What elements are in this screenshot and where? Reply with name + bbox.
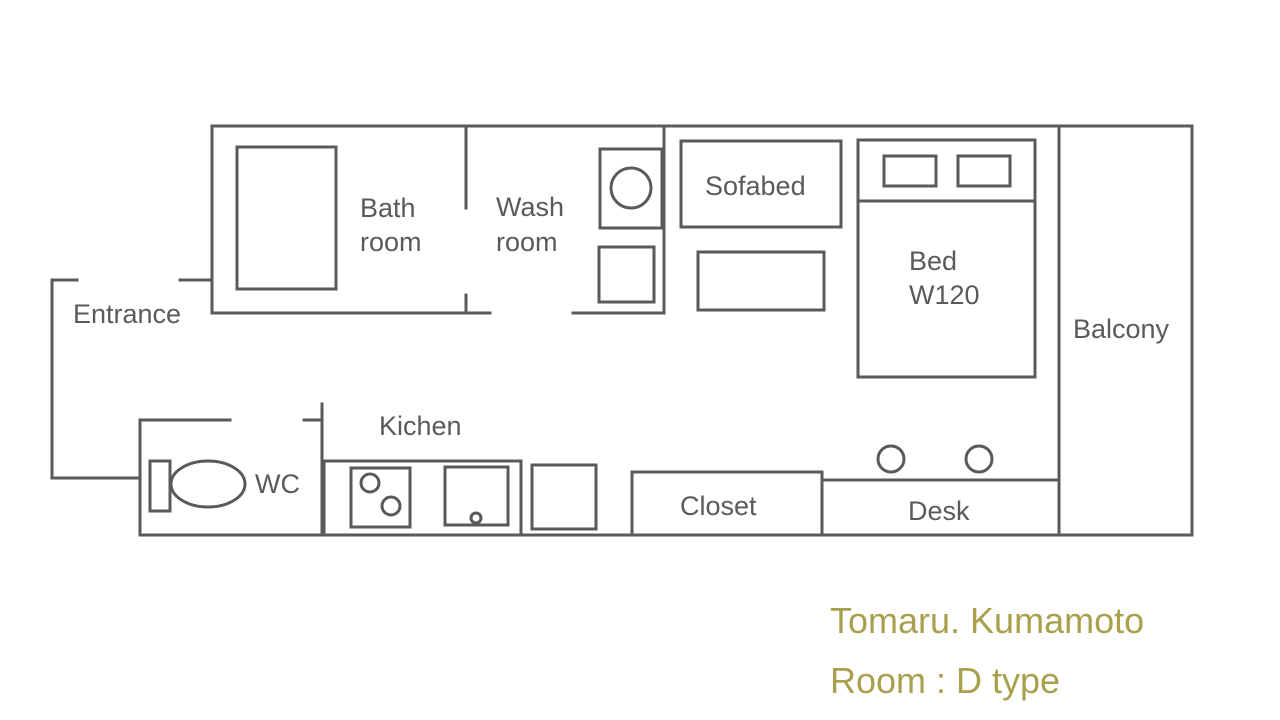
wash-room-label-line2: room (496, 227, 558, 257)
bed-label-line1: Bed (909, 246, 957, 276)
property-name: Tomaru. Kumamoto (830, 600, 1145, 641)
washing-machine-drum (609, 166, 653, 210)
low-table (696, 250, 826, 312)
fridge (530, 463, 598, 531)
bed-label-line2: W120 (909, 280, 980, 310)
burner-2 (380, 495, 402, 517)
outer-walls (50, 124, 1194, 537)
wash-room-label-line1: Wash (496, 192, 564, 222)
chair-1 (876, 444, 906, 474)
sofabed (679, 139, 843, 229)
toilet-bowl (169, 459, 247, 509)
balcony-label: Balcony (1073, 314, 1170, 344)
pillow-left (882, 154, 938, 188)
bath-room-label-line2: room (360, 227, 422, 257)
room-type: Room : D type (830, 660, 1061, 701)
kitchen-counter (322, 459, 523, 537)
toilet-tank (148, 459, 172, 513)
bed (856, 138, 1037, 379)
burner-1 (359, 472, 381, 494)
sofabed-label: Sofabed (705, 171, 806, 201)
bath-room-label-line1: Bath (360, 193, 416, 223)
chair-2 (964, 444, 994, 474)
bathtub (235, 145, 338, 291)
entrance-label: Entrance (73, 299, 181, 329)
stove (349, 466, 412, 529)
closet-label: Closet (680, 491, 757, 521)
desk-label: Desk (908, 496, 970, 526)
desk (820, 478, 1059, 535)
wc-label: WC (255, 469, 300, 499)
pillow-right (956, 154, 1012, 188)
washing-machine (598, 147, 664, 230)
kitchen-label: Kichen (379, 411, 462, 441)
sink-drain (469, 511, 483, 525)
sink (443, 465, 510, 527)
wash-basin (597, 245, 656, 304)
